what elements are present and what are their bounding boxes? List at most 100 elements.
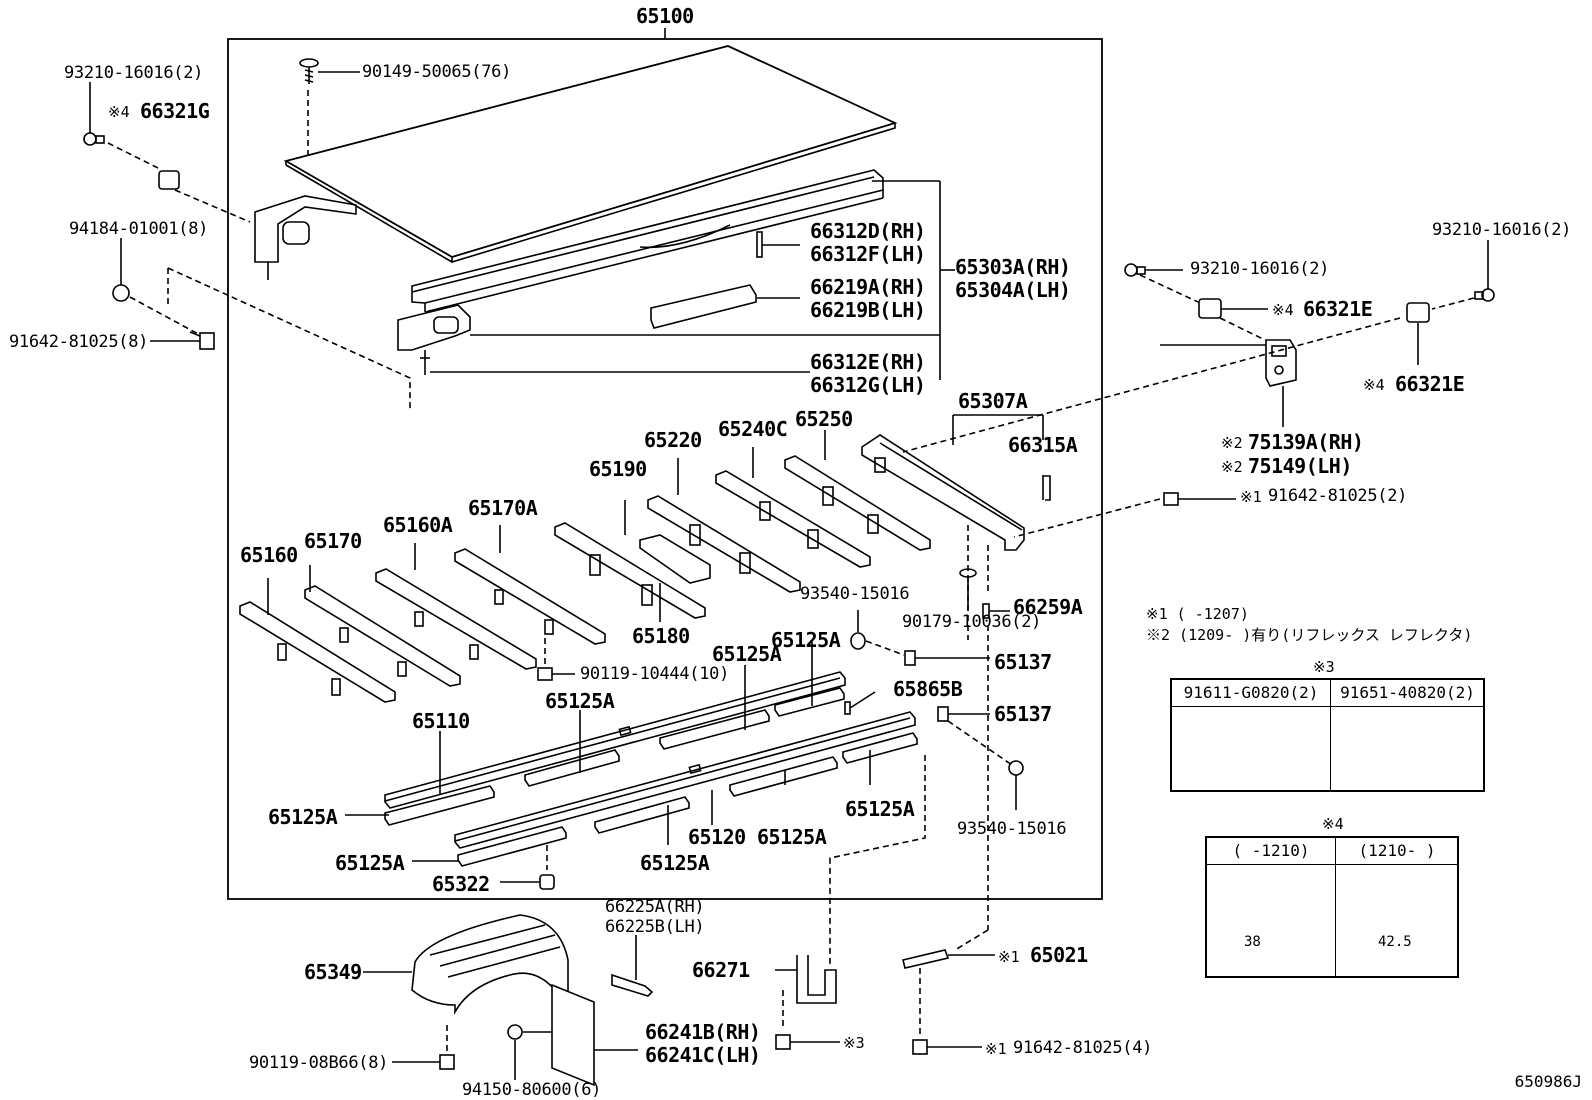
label-66321G: 66321G — [140, 99, 210, 123]
dim-38: 38 — [1244, 934, 1261, 950]
label-bolt-left2: 91642-81025(8) — [9, 332, 149, 352]
label-65125A-bottom-left: 65125A — [335, 851, 405, 875]
label-65160A: 65160A — [383, 513, 453, 537]
table4-col1-header: ( -1210) — [1207, 838, 1335, 865]
label-65120: 65120 — [688, 825, 746, 849]
label-66321E-b: 66321E — [1395, 372, 1465, 396]
mark1-c: ※1 — [985, 1040, 1007, 1058]
label-66312D: 66312D(RH) — [810, 219, 926, 243]
floor-panel — [283, 45, 898, 264]
bolt-right-outer-icon — [1474, 240, 1495, 302]
figure-code: 650986J — [1514, 1072, 1582, 1091]
mark4-left: ※4 — [108, 103, 130, 121]
stop-right-b-icon — [1406, 302, 1430, 323]
table4-title: ※4 — [1322, 815, 1344, 833]
label-66225B: 66225B(LH) — [605, 917, 705, 937]
bracket-66271-icon — [775, 955, 837, 1004]
front-sill — [861, 414, 1044, 551]
mark1-b: ※1 — [998, 948, 1020, 966]
screw-top-icon — [299, 58, 360, 160]
label-66315A: 66315A — [1008, 433, 1078, 457]
label-65303A: 65303A(RH) — [955, 255, 1071, 279]
label-bolt-9017: 90179-10036(2) — [902, 612, 1042, 632]
label-75149: 75149(LH) — [1248, 454, 1352, 478]
label-screw-9354-b: 93540-15016 — [957, 819, 1067, 839]
note-mark1: ※1 ( -1207) — [1146, 605, 1249, 623]
mark1-a: ※1 — [1240, 488, 1262, 506]
label-bolt-90119b: 90119-08B66(8) — [249, 1053, 389, 1073]
label-mark3-ref: ※3 — [843, 1034, 865, 1052]
long-sills — [384, 671, 918, 867]
table-mark3: 91611-G0820(2) 91651-40820(2) — [1170, 678, 1485, 792]
bolt-mark1-icon — [1163, 492, 1236, 506]
table3-col2-header: 91651-40820(2) — [1330, 680, 1485, 707]
label-65220: 65220 — [644, 428, 702, 452]
bolt-right-inner-icon — [1124, 263, 1183, 277]
label-65160: 65160 — [240, 543, 298, 567]
label-65125A-top-mid: 65125A — [712, 642, 782, 666]
table-mark4: ( -1210) (1210- ) — [1205, 836, 1459, 978]
label-65322: 65322 — [432, 872, 490, 896]
side-rail — [397, 169, 884, 375]
label-65110: 65110 — [412, 709, 470, 733]
table3-col1-header: 91611-G0820(2) — [1172, 680, 1330, 707]
label-66219B: 66219B(LH) — [810, 298, 926, 322]
mark2-a: ※2 — [1221, 434, 1243, 452]
label-66312G: 66312G(LH) — [810, 373, 926, 397]
crossmembers — [239, 430, 931, 703]
label-65304A: 65304A(LH) — [955, 278, 1071, 302]
label-screw-9354-a: 93540-15016 — [800, 584, 910, 604]
mark4-right-a: ※4 — [1272, 301, 1294, 319]
label-65125A-right: 65125A — [845, 797, 915, 821]
label-66321E-a: 66321E — [1303, 297, 1373, 321]
label-65180: 65180 — [632, 624, 690, 648]
mark2-b: ※2 — [1221, 458, 1243, 476]
label-nut-9415: 94150-80600(6) — [462, 1080, 602, 1100]
label-65250: 65250 — [795, 407, 853, 431]
label-bolt-9011: 90119-10444(10) — [580, 664, 730, 684]
label-66259A: 66259A — [1013, 595, 1083, 619]
screw-9354-b-icon — [1008, 760, 1024, 810]
label-65137-a: 65137 — [994, 650, 1052, 674]
dim-42-5: 42.5 — [1378, 934, 1412, 950]
label-65125A-mid-right: 65125A — [757, 825, 827, 849]
label-nut-left: 94184-01001(8) — [69, 219, 209, 239]
label-65137-b: 65137 — [994, 702, 1052, 726]
label-65125A-left: 65125A — [268, 805, 338, 829]
label-66219A: 66219A(RH) — [810, 275, 926, 299]
label-65865B: 65865B — [893, 677, 963, 701]
label-65307A: 65307A — [958, 389, 1028, 413]
label-65021: 65021 — [1030, 943, 1088, 967]
note-mark2: ※2 (1209- )有り(リフレックス レフレクタ) — [1146, 626, 1473, 644]
nut-left-icon — [112, 284, 130, 302]
table3-title: ※3 — [1313, 658, 1335, 676]
label-bolt-right-outer: 93210-16016(2) — [1432, 220, 1572, 240]
label-bolt-left: 93210-16016(2) — [64, 63, 204, 83]
label-65100: 65100 — [636, 4, 694, 28]
bolt-left-icon — [83, 82, 105, 146]
label-65125A-top-right: 65125A — [771, 628, 841, 652]
label-66271: 66271 — [692, 958, 750, 982]
mark4-right-b: ※4 — [1363, 376, 1385, 394]
stop-right-a-icon — [1198, 298, 1222, 319]
label-65190: 65190 — [589, 457, 647, 481]
label-screw-top: 90149-50065(76) — [362, 62, 512, 82]
hinge-icon — [1265, 339, 1297, 387]
label-66225A: 66225A(RH) — [605, 897, 705, 917]
label-65125A-upper-left: 65125A — [545, 689, 615, 713]
fender-icon — [363, 914, 569, 1016]
label-66241C: 66241C(LH) — [645, 1043, 761, 1067]
label-66241B: 66241B(RH) — [645, 1020, 761, 1044]
label-65240C: 65240C — [718, 417, 788, 441]
label-65170: 65170 — [304, 529, 362, 553]
label-65125A-bottom-mid: 65125A — [640, 851, 710, 875]
label-75139A: 75139A(RH) — [1248, 430, 1364, 454]
label-66312F: 66312F(LH) — [810, 242, 926, 266]
table4-col2-header: (1210- ) — [1335, 838, 1459, 865]
stop-left-icon — [158, 170, 180, 190]
label-bolt-right-inner: 93210-16016(2) — [1190, 259, 1330, 279]
label-65170A: 65170A — [468, 496, 538, 520]
label-bolt-mark1: 91642-81025(2) — [1268, 486, 1408, 506]
